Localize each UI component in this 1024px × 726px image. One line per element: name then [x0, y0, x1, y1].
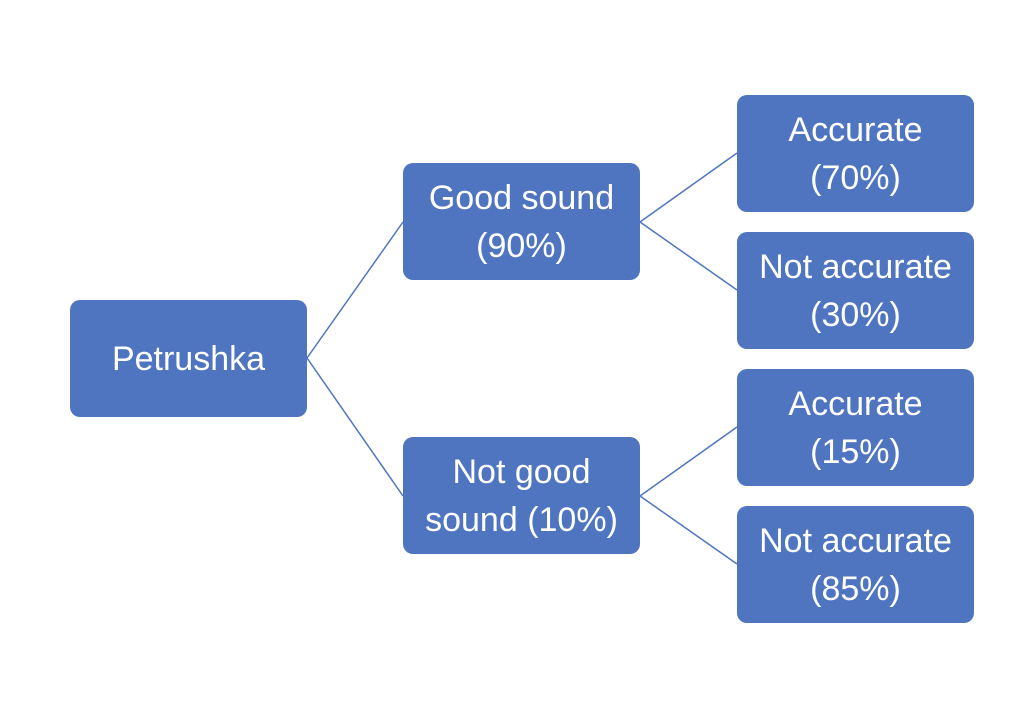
node-good-sound-accurate-label: Accurate (70%) [788, 110, 923, 197]
node-not-good-sound-accurate: Accurate (15%) [737, 369, 974, 486]
node-not-good-sound-not-accurate: Not accurate (85%) [737, 506, 974, 623]
node-not-good-sound-label: Not good sound (10%) [425, 452, 618, 539]
connector-good-sound-to-accurate [639, 152, 738, 223]
node-good-sound: Good sound (90%) [403, 163, 640, 280]
connector-not-good-sound-to-not-accurate [639, 495, 738, 565]
node-good-sound-accurate: Accurate (70%) [737, 95, 974, 212]
node-root-petrushka: Petrushka [70, 300, 307, 417]
node-not-good-sound-not-accurate-label: Not accurate (85%) [759, 521, 952, 608]
node-not-good-sound-accurate-label: Accurate (15%) [788, 384, 923, 471]
node-good-sound-label: Good sound (90%) [428, 178, 615, 265]
connector-good-sound-to-not-accurate [639, 221, 738, 291]
connector-root-to-good-sound [306, 221, 404, 359]
node-good-sound-not-accurate-label: Not accurate (30%) [759, 247, 952, 334]
node-not-good-sound: Not good sound (10%) [403, 437, 640, 554]
node-root-label: Petrushka [111, 339, 266, 378]
connector-not-good-sound-to-accurate [639, 426, 738, 497]
connector-root-to-not-good-sound [306, 357, 404, 497]
node-good-sound-not-accurate: Not accurate (30%) [737, 232, 974, 349]
